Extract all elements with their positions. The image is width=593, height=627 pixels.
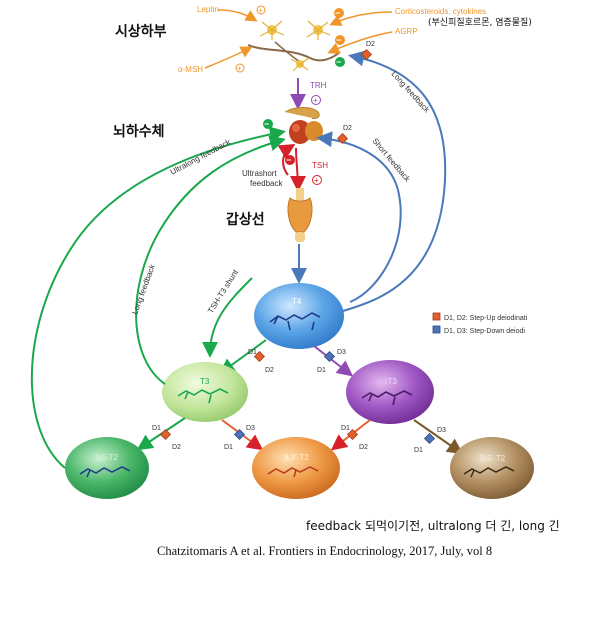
d2-pituitary-label: D2 (343, 125, 352, 132)
long-feedback-blue-label: Long feedback (390, 69, 432, 115)
ultrashort-label: Ultrashort (242, 169, 277, 178)
caption-citation: Chatzitomaris A et al. Frontiers in Endo… (157, 544, 492, 558)
tsh-plus: + (314, 176, 319, 185)
d1-t3-t235-label: D1 (152, 425, 161, 432)
legend-stepdown: D1, D3: Step-Down deiodi (444, 328, 525, 335)
rt3-label: rT3 (385, 377, 398, 386)
ultrashort-label-2: feedback (250, 179, 283, 188)
trh-plus: + (313, 96, 318, 105)
cortico-note: (부신피질호르몬, 염증물질) (428, 16, 532, 28)
stepdown-swatch (432, 325, 441, 334)
d2-t3-t235-label: D2 (172, 444, 181, 451)
hypothalamus-neurons (247, 20, 341, 72)
d3-t3-t233-label: D3 (246, 425, 255, 432)
cortico-label: Corticosteroids, cytokines (395, 7, 486, 16)
d1-t4-rt3-label: D1 (317, 367, 326, 374)
neuron-icon (306, 20, 331, 40)
thyroid-gland-icon (287, 188, 313, 242)
ultralong-feedback-label: Ultralong feedback (169, 137, 233, 177)
trh-label: TRH (310, 81, 327, 90)
d3-t4-rt3-label: D3 (337, 349, 346, 356)
short-feedback-label: Short feedback (370, 137, 412, 185)
t2-35-label: 3,5-T2 (95, 453, 119, 462)
d2-rt3-t233-label: D2 (359, 444, 368, 451)
tsh-label: TSH (312, 161, 328, 170)
ultrashort-minus: − (286, 155, 291, 165)
d1-t4-t3-label: D1 (248, 349, 257, 356)
t2-35-node (65, 437, 149, 499)
thyroid-label: 갑상선 (226, 212, 265, 228)
neuron-icon (290, 57, 310, 72)
t4-label: T4 (292, 297, 302, 306)
pituitary-label: 뇌하수체 (113, 123, 165, 140)
t2-35p-label: 3',5'-T2 (479, 454, 506, 463)
d1-rt3-t233-label: D1 (341, 425, 350, 432)
cortico-minus: − (335, 8, 340, 18)
t2-33-label: 3,3'-T2 (284, 453, 309, 462)
t4-node (254, 283, 344, 349)
agrp-minus: − (336, 35, 341, 45)
d1-rt3-t235p-label: D1 (414, 447, 423, 454)
t2-33-node (252, 437, 340, 499)
t3-label: T3 (200, 377, 210, 386)
pituitary-minus: − (264, 119, 269, 129)
pituitary-gland-icon (284, 107, 323, 144)
d2-t4-t3-label: D2 (265, 367, 274, 374)
tsh-t3-shunt-label: TSH-T3 shunt (206, 267, 240, 315)
neuron-icon (259, 20, 285, 40)
d3-rt3-t235p-label: D3 (437, 427, 446, 434)
stepup-swatch (432, 312, 441, 321)
agrp-label: AGRP (395, 27, 418, 36)
leptin-plus: + (258, 6, 263, 15)
t2-35p-node (450, 437, 534, 499)
d2-hypothalamus-label: D2 (366, 41, 375, 48)
amsh-plus: + (237, 64, 242, 73)
amsh-label: α-MSH (178, 65, 203, 74)
hypothalamus-minus: − (336, 57, 341, 67)
legend-stepup: D1, D2: Step-Up deiodinati (444, 315, 528, 322)
leptin-label: Leptin (197, 5, 219, 14)
d1-t3-t233-label: D1 (224, 444, 233, 451)
legend: D1, D2: Step-Up deiodinati D1, D3: Step-… (432, 312, 528, 335)
long-feedback-green-label: Long feedback (130, 262, 157, 315)
hypothalamus-label: 시상하부 (115, 23, 167, 40)
rt3-node (346, 360, 434, 424)
caption-note: feedback 되먹이기전, ultralong 더 긴, long 긴 (306, 519, 560, 533)
